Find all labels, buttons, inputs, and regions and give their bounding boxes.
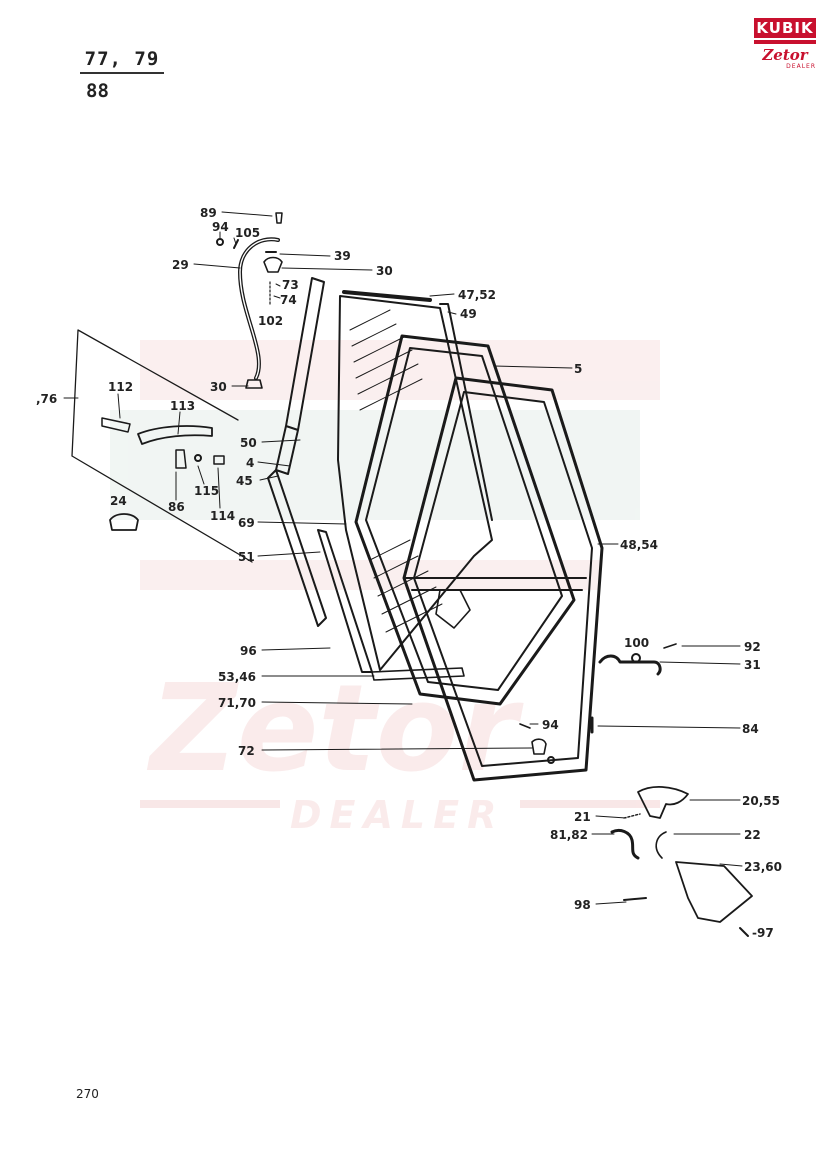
frame-48-54-outer [402, 376, 604, 782]
frame-5-outer [354, 334, 576, 706]
screw-98 [623, 897, 647, 901]
callout-71-70: 71,70 [218, 696, 256, 710]
screw-97 [739, 927, 749, 937]
clip-22 [655, 831, 667, 859]
nut-100 [631, 653, 641, 663]
callout-69: 69 [238, 516, 255, 530]
hose-inner [239, 238, 279, 379]
screw-89 [275, 212, 283, 224]
watermark-band-low [140, 560, 600, 590]
callout-30-top: 30 [376, 264, 393, 278]
watermark: Zetor DEALER [110, 340, 660, 837]
logo-brand: KUBIK [754, 18, 816, 38]
spring-21 [623, 813, 641, 819]
part-115 [194, 454, 202, 462]
part-24 [109, 513, 139, 531]
logo-bar [754, 40, 816, 44]
model-header: 77, 79 88 [80, 48, 164, 102]
bracket-30-top [263, 256, 283, 273]
seal-53-46 [371, 667, 465, 681]
callout-114: 114 [210, 509, 235, 523]
callout-97: -97 [752, 926, 774, 940]
callout-22: 22 [744, 828, 761, 842]
callout-20-55: 20,55 [742, 794, 780, 808]
lock-panel-outline [71, 329, 253, 563]
screw-92 [663, 643, 677, 649]
callout-113: 113 [170, 399, 195, 413]
strip-49 [439, 303, 493, 521]
callout-100: 100 [624, 636, 649, 650]
part-86 [175, 449, 187, 469]
callout-51: 51 [238, 550, 255, 564]
model-divider [80, 72, 164, 74]
callout-5: 5 [574, 362, 582, 376]
callout-94: 94 [212, 220, 229, 234]
callout-74: 74 [280, 293, 297, 307]
callout-48-54: 48,54 [620, 538, 658, 552]
glass-hatching [349, 309, 443, 633]
model-numbers-bottom: 88 [86, 80, 109, 102]
rail-50 [275, 277, 325, 475]
callout-92: 92 [744, 640, 761, 654]
logo-sub: Zetor [762, 46, 808, 64]
callout-49: 49 [460, 307, 477, 321]
watermark-stripe-right [520, 800, 660, 808]
cover-23-60 [675, 861, 753, 923]
latch-20-55 [637, 786, 689, 819]
handle-112 [101, 417, 131, 433]
callout-115: 115 [194, 484, 219, 498]
part-114 [213, 455, 225, 465]
callout-81-82: 81,82 [550, 828, 588, 842]
callout-102: 102 [258, 314, 283, 328]
callout-labels: 89 94 105 29 39 30 73 74 102 47,52 49 5 … [36, 206, 782, 940]
callout-86: 86 [168, 500, 185, 514]
callout-72: 72 [238, 744, 255, 758]
lock-mount-plate [435, 589, 471, 629]
lock-113 [137, 425, 213, 445]
logo-tag: DEALER [786, 63, 816, 70]
callout-94-low: 94 [542, 718, 559, 732]
callout-39: 39 [334, 249, 351, 263]
handle-31 [598, 654, 662, 676]
rail-45 [267, 469, 327, 627]
part-72 [531, 738, 547, 755]
callout-76: ,76 [36, 392, 57, 406]
screw-94-low [519, 723, 531, 729]
drawing-lines [63, 211, 753, 937]
hook-81-82 [610, 828, 640, 860]
callout-45: 45 [236, 474, 253, 488]
watermark-stripe-left [140, 800, 280, 808]
leader-lines [63, 211, 743, 905]
callout-31: 31 [744, 658, 761, 672]
callout-73: 73 [282, 278, 299, 292]
callout-105: 105 [235, 226, 260, 240]
frame-5-inner [365, 347, 563, 691]
callout-30-low: 30 [210, 380, 227, 394]
callout-29: 29 [172, 258, 189, 272]
seal-47-52 [342, 290, 432, 302]
watermark-zetor: Zetor [146, 660, 524, 799]
callout-24: 24 [110, 494, 127, 508]
rivet-72 [547, 756, 555, 764]
page-number: 270 [76, 1087, 99, 1101]
callout-98: 98 [574, 898, 591, 912]
callout-50: 50 [240, 436, 257, 450]
callout-89: 89 [200, 206, 217, 220]
callout-21: 21 [574, 810, 591, 824]
callout-112: 112 [108, 380, 133, 394]
screw-94 [216, 238, 224, 246]
callout-53-46: 53,46 [218, 670, 256, 684]
callout-84: 84 [742, 722, 759, 736]
callout-96: 96 [240, 644, 257, 658]
callout-47-52: 47,52 [458, 288, 496, 302]
bracket-30-low [245, 379, 263, 389]
model-numbers-top: 77, 79 [84, 48, 160, 70]
watermark-dealer: DEALER [290, 793, 504, 837]
callout-23-60: 23,60 [744, 860, 782, 874]
dealer-logo: KUBIK Zetor DEALER [754, 12, 816, 72]
callout-4: 4 [246, 456, 254, 470]
